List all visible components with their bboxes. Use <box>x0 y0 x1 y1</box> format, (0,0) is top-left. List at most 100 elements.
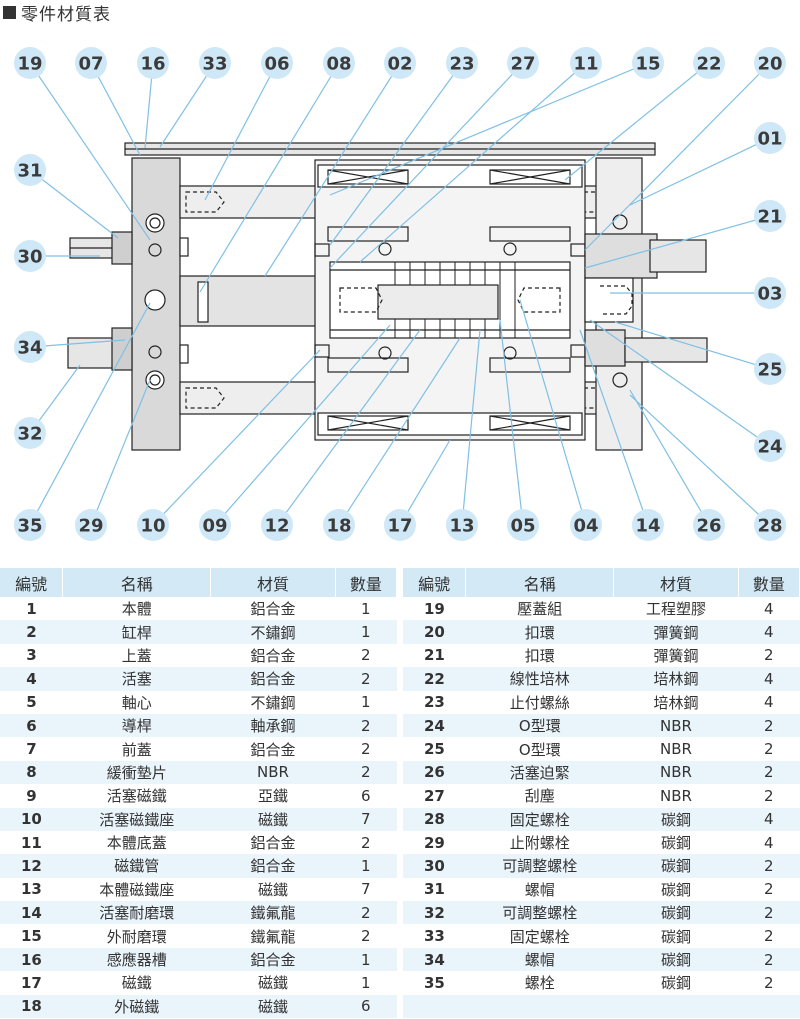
callout-22: 22 <box>693 47 725 79</box>
page-title: 零件材質表 <box>3 0 111 25</box>
callout-24: 24 <box>754 430 786 462</box>
callout-circle <box>632 509 664 541</box>
part-number: 15 <box>20 927 42 946</box>
part-quantity: 4 <box>738 807 800 831</box>
part-material <box>613 994 739 1019</box>
callout-14: 14 <box>632 509 664 541</box>
part-quantity: 2 <box>335 713 397 738</box>
part-quantity: 2 <box>738 713 800 738</box>
part-quantity: 2 <box>335 760 397 785</box>
part-name: 導桿 <box>62 713 211 738</box>
part-material: 碳鋼 <box>660 927 691 946</box>
callout-circle <box>754 47 786 79</box>
part-material: 彈簧鋼 <box>653 646 699 665</box>
part-material: 鋁合金 <box>210 854 336 878</box>
part-name: 本體 <box>121 600 152 619</box>
part-number: 4 <box>0 667 63 691</box>
callout-number: 19 <box>17 54 42 75</box>
part-number: 23 <box>423 693 445 712</box>
callout-03: 03 <box>754 277 786 309</box>
callout-number: 13 <box>449 516 474 537</box>
callout-number: 03 <box>757 284 782 305</box>
header-material: 材質 <box>613 568 739 597</box>
callout-number: 20 <box>757 54 782 75</box>
part-number: 1 <box>26 599 37 618</box>
part-quantity: 7 <box>335 807 397 831</box>
part-material: 彈簧鋼 <box>613 620 739 644</box>
part-quantity: 2 <box>361 740 371 759</box>
callout-number: 10 <box>140 516 165 537</box>
part-material: 鋁合金 <box>210 947 336 972</box>
part-material: NBR <box>613 760 739 785</box>
part-name: 緩衝墊片 <box>62 760 211 785</box>
part-material: 鋁合金 <box>250 834 296 853</box>
callout-number: 31 <box>17 161 42 182</box>
callout-number: 06 <box>264 54 289 75</box>
part-material: 培林鋼 <box>613 667 739 691</box>
callout-number: 29 <box>78 516 103 537</box>
callout-circle <box>199 509 231 541</box>
part-name: 活塞耐磨環 <box>62 901 211 925</box>
part-number: 7 <box>26 740 37 759</box>
part-quantity: 2 <box>335 667 397 691</box>
callout-circle <box>754 200 786 232</box>
callout-number: 16 <box>140 54 165 75</box>
callout-number: 35 <box>17 516 42 537</box>
part-material: 磁鐵 <box>210 807 336 831</box>
cylinder-drawing <box>67 142 708 451</box>
part-name: 刮塵 <box>524 787 555 806</box>
callout-circle <box>323 509 355 541</box>
part-name: O型環 <box>518 740 561 759</box>
callout-20: 20 <box>754 47 786 79</box>
part-number: 22 <box>403 667 466 691</box>
callout-circle <box>14 509 46 541</box>
callout-circle <box>261 47 293 79</box>
callout-number: 02 <box>387 54 412 75</box>
part-quantity: 4 <box>764 693 774 712</box>
header-quantity: 數量 <box>738 568 800 597</box>
part-number: 16 <box>0 947 63 972</box>
part-number: 6 <box>0 713 63 738</box>
callout-circle <box>14 240 46 272</box>
part-number: 35 <box>423 973 445 992</box>
part-number: 28 <box>403 807 466 831</box>
part-name: 固定螺栓 <box>465 807 614 831</box>
part-number: 5 <box>26 693 37 712</box>
part-name: 可調整螺栓 <box>465 854 614 878</box>
part-name: 線性培林 <box>465 667 614 691</box>
part-material: 鐵氟龍 <box>250 927 296 946</box>
callout-number: 14 <box>635 516 660 537</box>
callout-number: 12 <box>264 516 289 537</box>
callout-32: 32 <box>14 417 46 449</box>
header-name: 名稱 <box>62 568 212 597</box>
callout-number: 11 <box>573 54 598 75</box>
part-quantity: 1 <box>335 947 397 972</box>
part-name: 螺帽 <box>465 947 614 972</box>
part-number: 21 <box>423 646 445 665</box>
part-number: 32 <box>403 901 466 925</box>
table-row <box>403 994 800 1019</box>
callout-circle <box>261 509 293 541</box>
part-number: 13 <box>20 880 42 899</box>
part-name: 感應器槽 <box>62 947 211 972</box>
part-number: 24 <box>403 713 466 738</box>
part-name: 活塞 <box>62 667 211 691</box>
callout-circle <box>570 47 602 79</box>
callout-02: 02 <box>384 47 416 79</box>
callout-29: 29 <box>75 509 107 541</box>
callout-circle <box>507 509 539 541</box>
part-number: 19 <box>423 599 445 618</box>
callout-08: 08 <box>323 47 355 79</box>
part-number: 25 <box>423 740 445 759</box>
